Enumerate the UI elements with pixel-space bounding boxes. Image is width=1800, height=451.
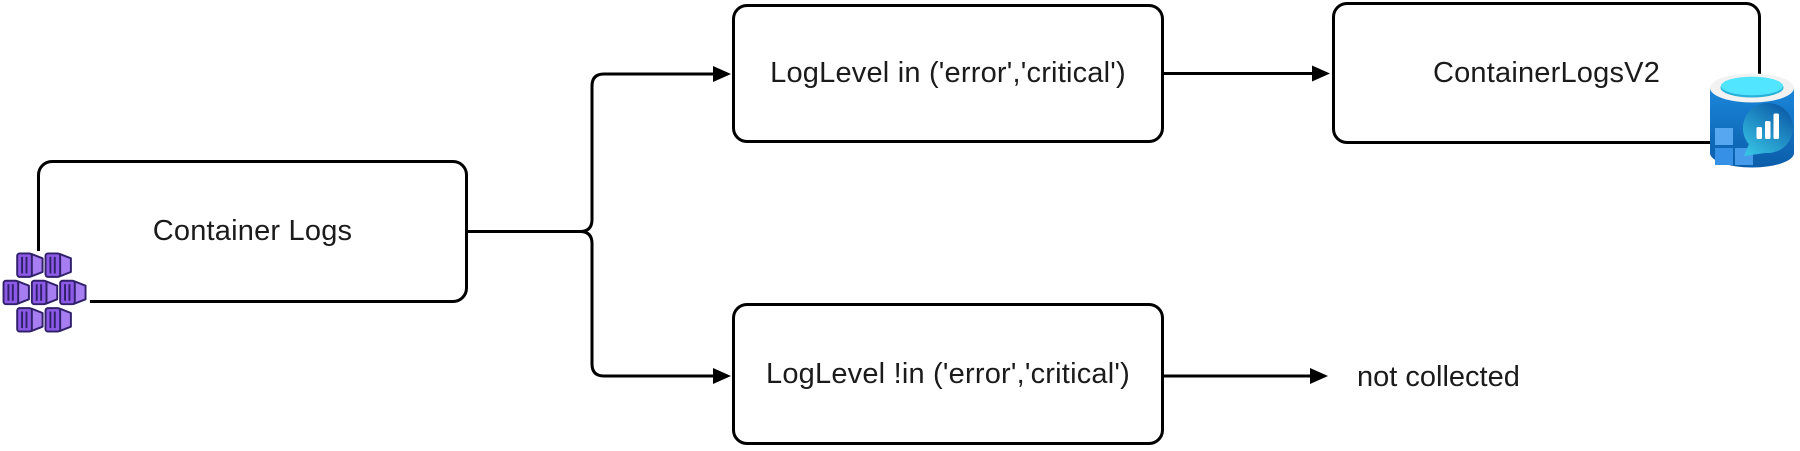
log-analytics-icon	[1706, 66, 1798, 176]
not-collected-label: not collected	[1357, 360, 1520, 393]
containers-icon	[2, 251, 90, 333]
node-containerlogsv2-table: ContainerLogsV2	[1332, 2, 1761, 144]
arrowhead-filter-not-in	[713, 368, 731, 384]
node-loglevel-in-filter: LogLevel in ('error','critical')	[732, 4, 1164, 143]
node-loglevel-in-label: LogLevel in ('error','critical')	[770, 57, 1126, 89]
edge-source-to-filter-not-in	[468, 230, 715, 378]
node-loglevel-not-in-label: LogLevel !in ('error','critical')	[766, 357, 1130, 390]
node-container-logs-label: Container Logs	[152, 215, 353, 247]
arrowhead-not-collected	[1310, 368, 1328, 384]
arrowhead-destination	[1312, 65, 1330, 82]
edge-source-to-filter-in	[468, 72, 715, 233]
node-containerlogsv2-label: ContainerLogsV2	[1432, 56, 1661, 89]
arrowhead-filter-in	[713, 66, 731, 82]
node-container-logs: Container Logs	[37, 160, 468, 303]
node-loglevel-not-in-filter: LogLevel !in ('error','critical')	[732, 303, 1164, 445]
